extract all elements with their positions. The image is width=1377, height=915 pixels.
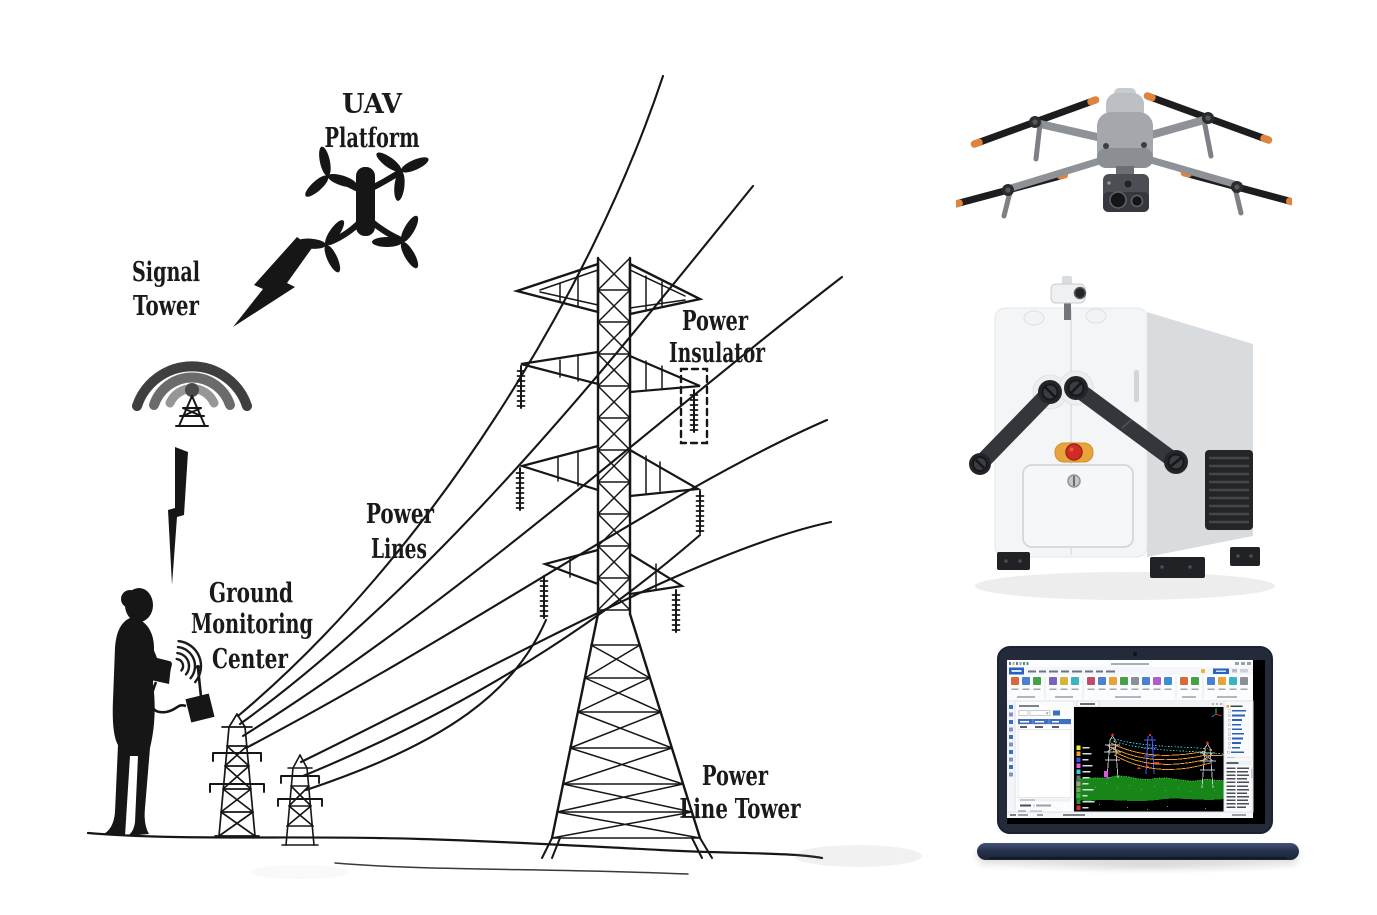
status-bar xyxy=(1007,811,1253,818)
log-v-scrollbar xyxy=(1250,767,1253,812)
dock-feet xyxy=(997,547,1260,578)
uav-icon xyxy=(296,146,429,273)
viewport-tower-left xyxy=(1104,735,1121,779)
drone-body xyxy=(1097,88,1153,168)
small-tower-left xyxy=(209,713,265,837)
ground-monitoring-label: Monitoring xyxy=(191,609,313,640)
h-scrollbar xyxy=(1018,798,1071,802)
uav-drone-photo xyxy=(956,88,1292,219)
refresh-button xyxy=(1053,710,1060,716)
panel-tab xyxy=(1020,804,1031,807)
toolbar-icons xyxy=(1011,677,1248,685)
favorite-star-icon xyxy=(1200,668,1206,674)
operator-silhouette xyxy=(104,588,172,836)
ribbon-toolbar xyxy=(1007,675,1253,702)
viewport-alert-markers xyxy=(1137,762,1165,769)
app-title-text xyxy=(1111,662,1149,665)
pencil-smudge xyxy=(794,845,922,867)
dock-vent-slats xyxy=(1209,456,1249,524)
laptop-screen xyxy=(997,646,1273,834)
power-line-tower-label: Power xyxy=(702,761,769,792)
dropdown-select xyxy=(1029,710,1051,716)
propeller-icon xyxy=(305,146,357,197)
side-tool-strip xyxy=(1007,701,1015,812)
uav-platform-label: UAV xyxy=(342,89,403,120)
toolbar-icon-labels xyxy=(1011,688,1248,690)
layer-tree xyxy=(1225,705,1251,759)
diagram-labels: UAV Platform Signal Tower Ground Monitor… xyxy=(132,89,801,825)
viewport-tower-right xyxy=(1199,743,1216,789)
controller-cable xyxy=(149,681,187,714)
maximize-button xyxy=(1241,662,1245,665)
dock-shadow xyxy=(975,572,1275,600)
minimize-button xyxy=(1235,662,1239,665)
ribbon-group-labels xyxy=(1017,696,1237,698)
dock-right-arm xyxy=(1064,376,1188,474)
power-line-tower-label: Line Tower xyxy=(680,794,802,825)
panel-tab xyxy=(1036,804,1051,807)
laptop-base xyxy=(977,843,1299,860)
right-panel xyxy=(1223,700,1254,813)
table-header xyxy=(1018,719,1071,725)
power-insulator-label: Power xyxy=(682,306,749,337)
signal-tower-label: Tower xyxy=(133,291,200,322)
value-input xyxy=(1018,710,1029,716)
log-panel xyxy=(1224,760,1253,812)
ground-line xyxy=(86,831,824,875)
chevron-down-icon xyxy=(1046,712,1049,715)
axis-gizmo-icon xyxy=(1211,708,1222,718)
propeller-icon xyxy=(376,152,429,201)
wifi-arcs-icon xyxy=(175,639,203,684)
ribbon-tabs xyxy=(1007,667,1253,675)
drone-motors xyxy=(1002,112,1243,196)
left-panel xyxy=(1014,700,1075,813)
app-titlebar xyxy=(1007,660,1253,667)
small-tower-right xyxy=(277,754,323,846)
viewport-tabbar xyxy=(1074,700,1224,708)
power-lines-label: Power xyxy=(366,499,435,530)
signal-tower-icon xyxy=(132,361,252,427)
root-folder-icon xyxy=(1226,705,1229,708)
signal-tower-label: Signal xyxy=(132,257,200,288)
emergency-stop-button xyxy=(1054,442,1094,463)
ground-monitoring-label: Center xyxy=(212,644,289,675)
dock-left-arm xyxy=(969,380,1062,475)
power-line-tower xyxy=(512,256,713,859)
tree-h-scrollbar xyxy=(1225,756,1251,759)
ground-monitoring-label: Ground xyxy=(209,578,293,609)
webcam-icon xyxy=(1133,652,1137,656)
pencil-smudge xyxy=(250,865,350,879)
uav-platform-label: Platform xyxy=(325,123,420,154)
close-button xyxy=(1247,662,1251,665)
dock-slot xyxy=(1134,370,1139,402)
signal-bolt-icon xyxy=(233,237,312,327)
viewport-guidelines xyxy=(1110,737,1225,755)
laptop-display xyxy=(1007,660,1265,824)
charging-dock-photo xyxy=(969,276,1275,600)
vegetation-pointcloud xyxy=(1076,775,1224,801)
dock-camera-icon xyxy=(1023,276,1107,326)
power-insulator-label: Insulator xyxy=(669,338,766,369)
downlink-bolt-icon xyxy=(168,447,188,585)
pointcloud-viewport xyxy=(1074,707,1225,812)
propeller-icon xyxy=(372,215,419,269)
power-insulator-highlight-box xyxy=(679,367,709,445)
panel-label xyxy=(1019,705,1039,708)
receiver-box-icon xyxy=(185,665,215,723)
power-lines xyxy=(236,74,844,792)
pointcloud-software-screen xyxy=(1007,660,1265,824)
power-lines-label: Lines xyxy=(371,534,427,565)
laptop-floor-shadow xyxy=(1000,858,1300,874)
drone-gimbal-camera xyxy=(1103,166,1149,212)
class-legend xyxy=(1076,745,1095,810)
uav-inspection-diagram: UAV Platform Signal Tower Ground Monitor… xyxy=(86,74,922,879)
dock-access-door xyxy=(1022,464,1134,548)
